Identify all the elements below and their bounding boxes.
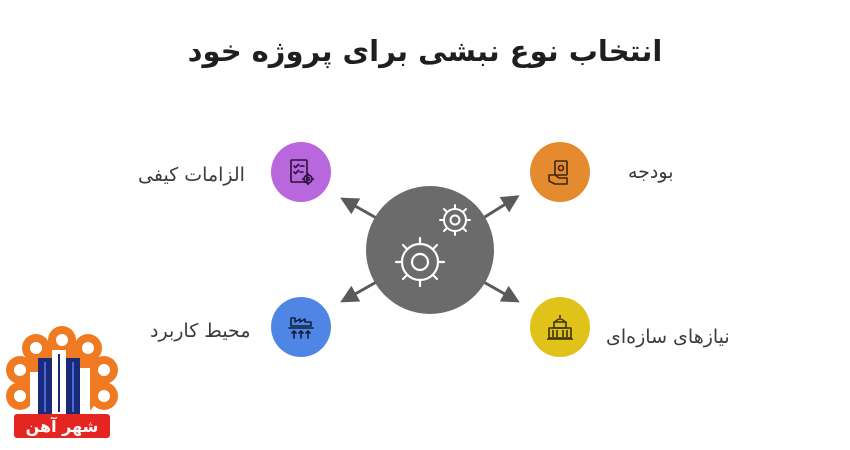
logo-text: شهر آهن	[26, 416, 99, 436]
building-icon	[547, 315, 573, 340]
structural-label: نیازهای سازه‌ای	[606, 326, 730, 348]
structural-node	[530, 297, 590, 357]
arrow-to-quality	[340, 197, 381, 222]
quality-node	[271, 142, 331, 202]
environment-label: محیط کاربرد	[150, 320, 251, 342]
arrow-to-budget	[479, 195, 520, 222]
gear-large-icon	[394, 236, 446, 288]
arrow-to-structural	[479, 278, 520, 303]
gear-small-icon	[439, 204, 471, 236]
central-gears-hub	[340, 186, 520, 314]
environment-node	[271, 297, 331, 357]
budget-label: بودجه	[628, 161, 674, 183]
budget-node	[530, 142, 590, 202]
checklist-gear-icon	[290, 159, 315, 186]
quality-label: الزامات کیفی	[138, 164, 245, 186]
factory-icon	[288, 317, 314, 339]
shahr-ahan-logo: شهر آهن	[6, 326, 118, 438]
arrow-to-environment	[340, 278, 381, 303]
page-title: انتخاب نوع نبشی برای پروژه خود	[187, 34, 663, 68]
money-hand-icon	[548, 160, 568, 185]
